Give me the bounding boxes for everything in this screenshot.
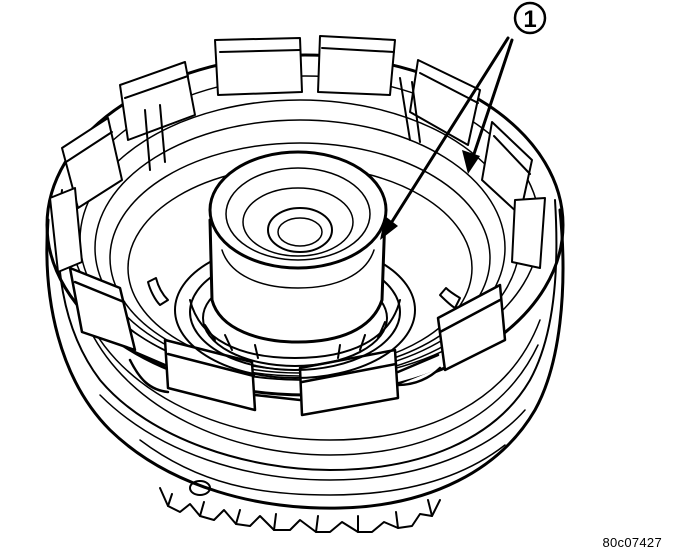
lower-tabs <box>68 266 507 417</box>
figure-code: 80c07427 <box>602 535 662 550</box>
callout-1: 1 <box>513 1 547 35</box>
wall-slots <box>144 77 461 309</box>
center-hub <box>208 150 388 344</box>
gear-teeth <box>159 487 441 533</box>
callout-number: 1 <box>523 6 536 33</box>
callout-leaders <box>386 36 514 230</box>
rim-tabs <box>49 35 546 273</box>
arrow-heads <box>380 150 480 240</box>
drum-outer-shell <box>45 189 565 510</box>
